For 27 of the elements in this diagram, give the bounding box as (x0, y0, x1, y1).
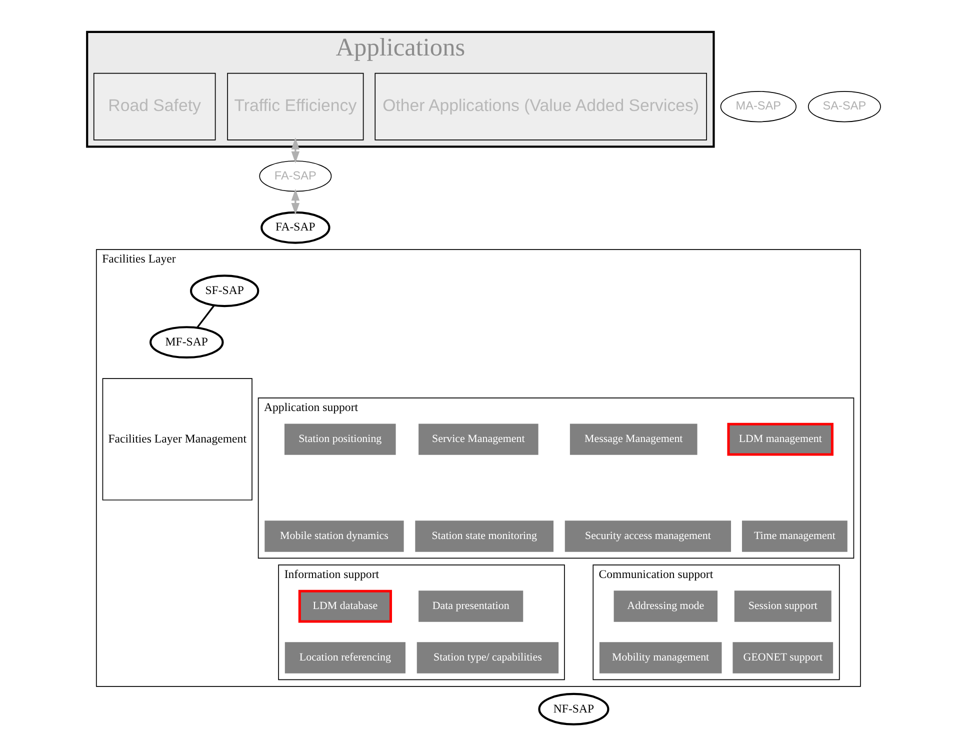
node-box: Service Management (418, 424, 538, 455)
node-box: GEONET support (732, 642, 834, 674)
node-ellipse: FA-SAP (260, 211, 330, 244)
node-box: LDM management (727, 422, 834, 456)
node-box: Mobility management (599, 642, 722, 674)
connector (196, 304, 215, 328)
arrow (291, 188, 300, 215)
node-box: LDM database (298, 590, 392, 623)
node-box: Security access management (564, 520, 732, 552)
arrow (291, 138, 300, 164)
node-box: Data presentation (418, 590, 524, 622)
node-box: Message Management (570, 424, 698, 455)
node-ellipse: FA-SAP (259, 160, 332, 192)
node-box: Station positioning (284, 424, 396, 455)
node-ellipse: NF-SAP (538, 692, 610, 726)
node-box: Facilities Layer Management (102, 378, 252, 500)
node-box: Time management (742, 520, 848, 552)
node-box: Addressing mode (614, 590, 718, 622)
node-box: Station type/ capabilities (416, 642, 559, 674)
node-ellipse: SF-SAP (190, 274, 260, 308)
node-ellipse: MF-SAP (150, 326, 224, 359)
node-box: Mobile station dynamics (264, 520, 404, 552)
node-ellipse: SA-SAP (808, 90, 881, 122)
node-box: Station state monitoring (415, 520, 554, 552)
node-box: Location referencing (284, 642, 406, 674)
node-box: Session support (734, 590, 832, 622)
node-ellipse: MA-SAP (720, 90, 797, 122)
